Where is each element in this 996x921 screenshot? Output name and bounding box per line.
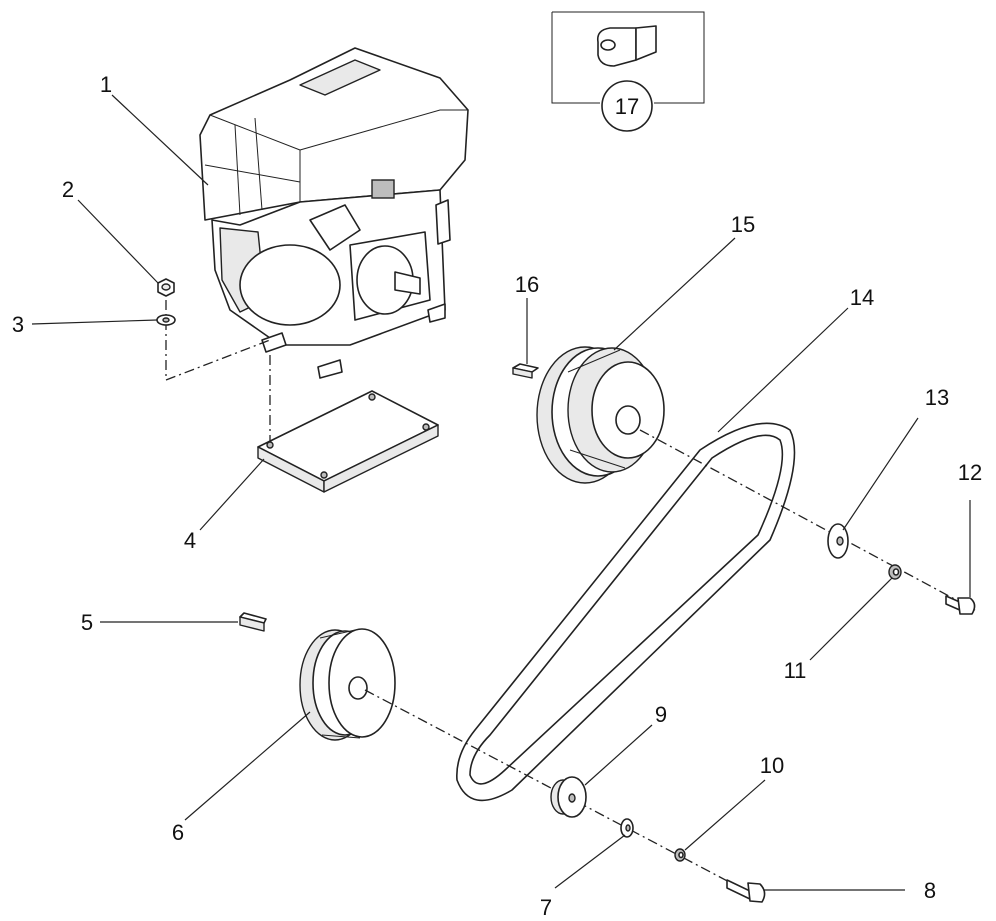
callout-circle-17 [601, 80, 653, 132]
flange-washer-part-9 [550, 776, 587, 818]
v-belt-part-14 [456, 422, 796, 802]
clip-bracket-part-17 [596, 25, 657, 67]
mounting-plate-part-4 [257, 390, 439, 493]
callout-label-2: 2 [62, 177, 74, 202]
callout-label-8: 8 [924, 878, 936, 903]
callout-label-16: 16 [515, 272, 539, 297]
bolt-part-8 [726, 879, 766, 903]
callout-label-10: 10 [760, 753, 784, 778]
bolt-part-12 [945, 595, 976, 615]
washer-part-13 [827, 523, 849, 559]
callout-label-4: 4 [184, 528, 196, 553]
callout-label-3: 3 [12, 312, 24, 337]
callout-label-1: 1 [100, 72, 112, 97]
callout-label-14: 14 [850, 285, 874, 310]
inset-box-part-17: 17 [551, 11, 705, 132]
lock-washer-part-10 [674, 848, 686, 862]
callout-label-13: 13 [925, 385, 949, 410]
callout-labels: 1 2 3 4 5 6 7 8 9 10 11 12 13 14 15 16 [12, 72, 982, 920]
callout-label-7: 7 [540, 895, 552, 920]
washer-part-3 [156, 314, 176, 326]
engine-pulley-part-15 [536, 346, 665, 484]
nut-part-2 [157, 278, 175, 297]
callout-label-9: 9 [655, 702, 667, 727]
callout-label-12: 12 [958, 460, 982, 485]
callout-label-6: 6 [172, 820, 184, 845]
lock-washer-part-11 [888, 564, 902, 580]
callout-label-17: 17 [615, 94, 639, 119]
driven-pulley-part-6 [299, 628, 396, 741]
leader-lines [31, 94, 971, 891]
key-part-16 [512, 363, 539, 379]
callout-label-15: 15 [731, 212, 755, 237]
callout-label-5: 5 [81, 610, 93, 635]
key-part-5 [239, 612, 267, 632]
washer-part-7 [620, 818, 634, 838]
callout-label-11: 11 [784, 658, 807, 683]
engine-part-1 [199, 47, 469, 379]
